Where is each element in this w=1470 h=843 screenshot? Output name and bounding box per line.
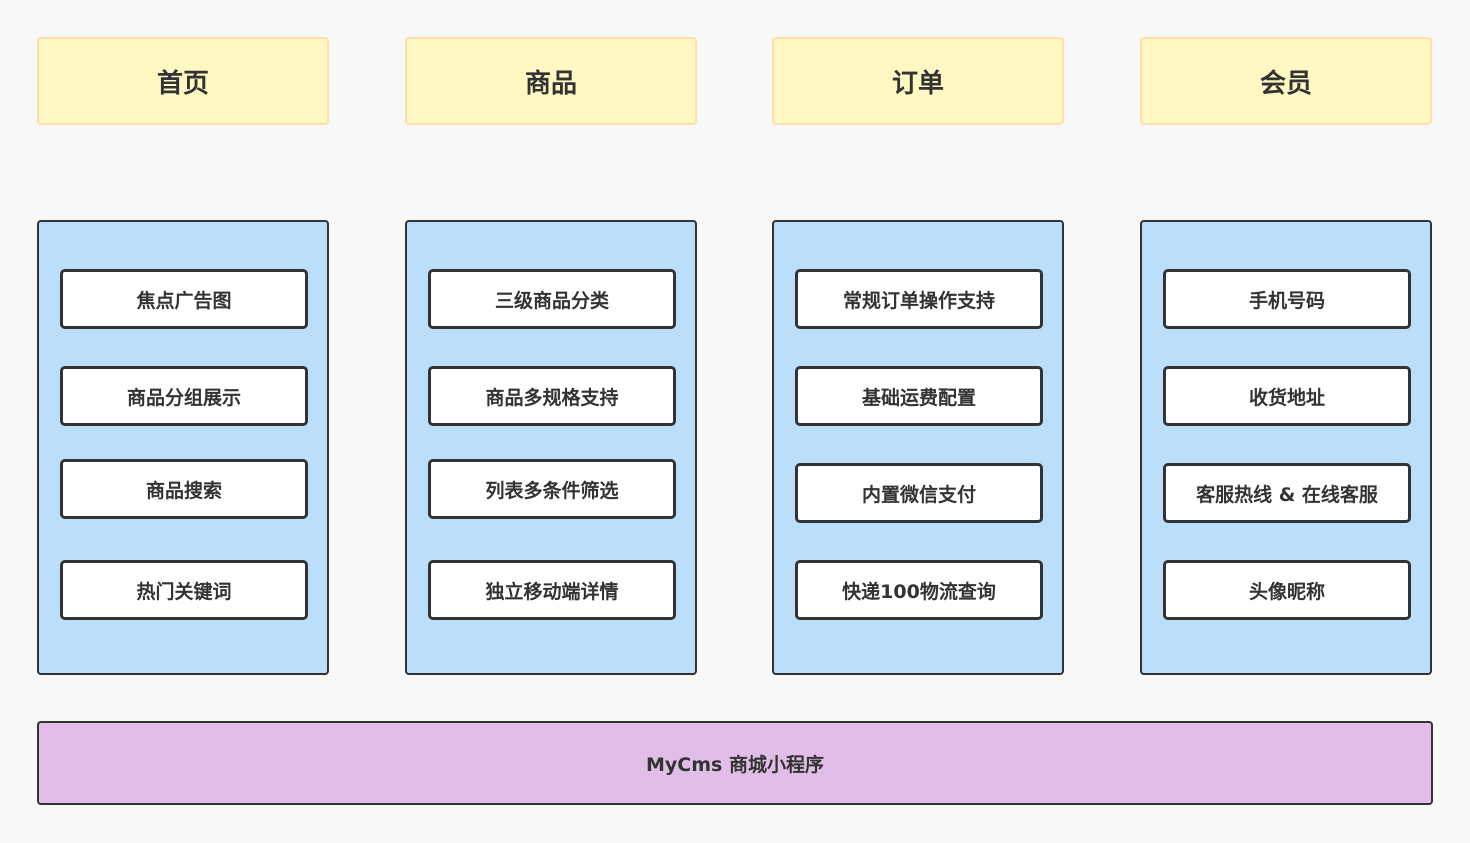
feature-item: 客服热线 & 在线客服 (1163, 463, 1411, 523)
header-home: 首页 (37, 37, 329, 125)
feature-item: 独立移动端详情 (428, 560, 676, 620)
header-members: 会员 (1140, 37, 1432, 125)
feature-item: 常规订单操作支持 (795, 269, 1043, 329)
feature-item: 商品多规格支持 (428, 366, 676, 426)
feature-item: 快递100物流查询 (795, 560, 1043, 620)
feature-item: 列表多条件筛选 (428, 459, 676, 519)
header-orders: 订单 (772, 37, 1064, 125)
feature-item: 商品搜索 (60, 459, 308, 519)
column-home: 焦点广告图 商品分组展示 商品搜索 热门关键词 (37, 220, 329, 675)
feature-item: 内置微信支付 (795, 463, 1043, 523)
feature-item: 基础运费配置 (795, 366, 1043, 426)
feature-item: 热门关键词 (60, 560, 308, 620)
feature-item: 焦点广告图 (60, 269, 308, 329)
feature-item: 收货地址 (1163, 366, 1411, 426)
footer-platform-bar: MyCms 商城小程序 (37, 721, 1433, 805)
feature-item: 三级商品分类 (428, 269, 676, 329)
column-orders: 常规订单操作支持 基础运费配置 内置微信支付 快递100物流查询 (772, 220, 1064, 675)
feature-item: 头像昵称 (1163, 560, 1411, 620)
column-members: 手机号码 收货地址 客服热线 & 在线客服 头像昵称 (1140, 220, 1432, 675)
header-goods: 商品 (405, 37, 697, 125)
feature-item: 商品分组展示 (60, 366, 308, 426)
feature-item: 手机号码 (1163, 269, 1411, 329)
column-goods: 三级商品分类 商品多规格支持 列表多条件筛选 独立移动端详情 (405, 220, 697, 675)
